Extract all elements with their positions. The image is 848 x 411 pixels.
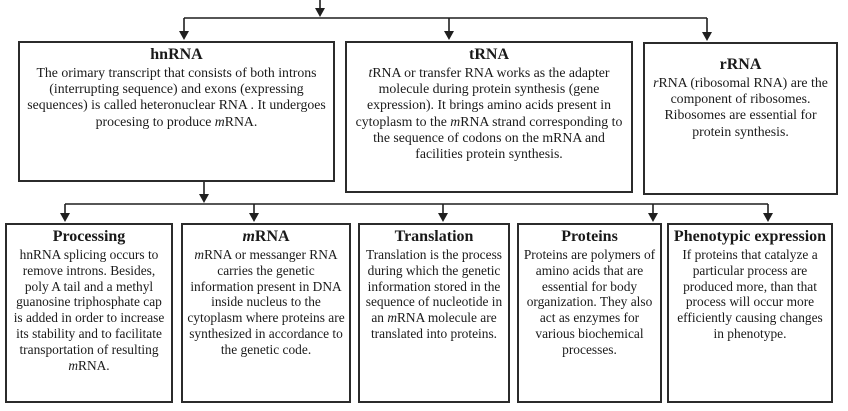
arrowhead-top-stem: [315, 8, 325, 17]
box-body-phenotypic-expression: If proteins that catalyze a particular p…: [677, 246, 823, 341]
box-trna: tRNA tRNA or transfer RNA works as the a…: [345, 41, 633, 193]
arrowhead-hnrna: [179, 31, 189, 40]
box-title-trna: tRNA: [469, 46, 509, 63]
arrowhead-trna: [444, 31, 454, 40]
box-title-mrna: mRNA: [242, 228, 290, 245]
arrowhead-proteins: [648, 213, 658, 222]
box-title-rrna: rRNA: [719, 56, 762, 73]
box-phenotypic-expression: Phenotypic expression If proteins that c…: [667, 223, 833, 403]
box-proteins: Proteins Proteins are polymers of amino …: [517, 223, 662, 403]
box-translation: Translation Translation is the process d…: [358, 223, 510, 403]
box-title-hnrna: hnRNA: [150, 46, 203, 63]
box-mrna: mRNA mRNA or messanger RNA carries the g…: [181, 223, 351, 403]
box-body-processing: hnRNA splicing occurs to remove introns.…: [13, 246, 165, 373]
arrowhead-mrna: [249, 213, 259, 222]
box-title-proteins: Proteins: [561, 228, 618, 245]
box-hnrna: hnRNA The orimary transcript that consis…: [18, 41, 335, 182]
box-body-mrna: mRNA or messanger RNA carries the geneti…: [187, 246, 345, 357]
box-title-processing: Processing: [52, 228, 126, 245]
arrowhead-processing: [60, 213, 70, 222]
box-body-rrna: rRNA (ribosomal RNA) are the component o…: [653, 74, 828, 139]
box-body-hnrna: The orimary transcript that consists of …: [27, 64, 326, 129]
box-rrna: rRNA rRNA (ribosomal RNA) are the compon…: [643, 42, 838, 195]
arrowhead-phenotypic: [763, 213, 773, 222]
arrowhead-hnrna-out: [199, 194, 209, 203]
box-processing: Processing hnRNA splicing occurs to remo…: [5, 223, 173, 403]
box-body-trna: tRNA or transfer RNA works as the adapte…: [355, 64, 623, 162]
box-title-phenotypic-expression: Phenotypic expression: [673, 228, 827, 245]
arrowhead-rrna: [702, 32, 712, 41]
arrowhead-translation: [438, 213, 448, 222]
box-body-proteins: Proteins are polymers of amino acids tha…: [523, 246, 656, 357]
box-body-translation: Translation is the process during which …: [365, 246, 503, 341]
box-title-translation: Translation: [394, 228, 474, 245]
